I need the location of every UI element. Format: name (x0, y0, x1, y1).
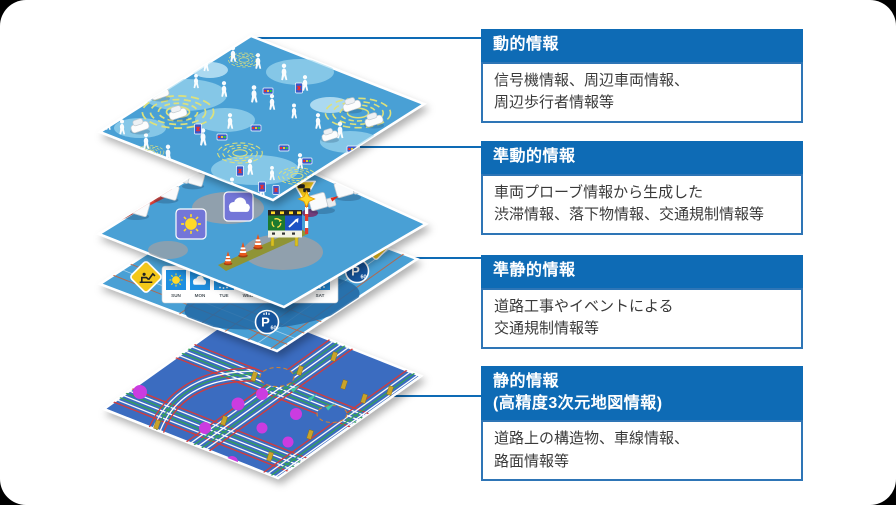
hd-direction-arrows (290, 385, 336, 411)
panel-title-line: 準動的情報 (493, 148, 576, 165)
layered-map-illustration: P 60 (96, 34, 429, 480)
weather-day-label: MON (195, 293, 206, 298)
panel-static-title: 静的情報 (高精度3次元地図情報) (481, 366, 803, 421)
accident-warning-icon (107, 176, 137, 202)
parking-restriction-badge (254, 309, 280, 335)
panel-static-body: 道路上の構造物、車線情報、 路面情報等 (481, 420, 803, 482)
connector-line-static (380, 395, 482, 397)
panel-body-line: 周辺歩行者情報等 (494, 94, 615, 112)
panel-title-line: 動的情報 (493, 36, 560, 53)
panel-body-line: 交通規制情報等 (494, 320, 600, 338)
truck-icon (358, 166, 386, 190)
sun-weather-tile (175, 208, 207, 240)
weather-day-label: SAT (316, 293, 325, 298)
weather-day-label: SUN (171, 293, 181, 298)
panel-title-line: 静的情報 (493, 373, 560, 390)
panel-body-line: 渋滞情報、落下物情報、交通規制情報等 (494, 206, 765, 224)
hd-roadside-structures (153, 351, 394, 462)
panel-semi-static-body: 道路工事やイベントによる 交通規制情報等 (481, 287, 803, 349)
truck-icon (383, 155, 411, 179)
roadworks-bar (118, 250, 134, 263)
panel-semi-static: 準静的情報 道路工事やイベントによる 交通規制情報等 (481, 255, 803, 349)
connector-line-dynamic (256, 37, 482, 39)
panel-body-line: 信号機情報、周辺車両情報、 (494, 71, 690, 89)
panel-body-line: 車両プローブ情報から生成した (494, 183, 704, 201)
panel-body-line: 路面情報等 (494, 452, 570, 470)
panel-static: 静的情報 (高精度3次元地図情報) 道路上の構造物、車線情報、 路面情報等 (481, 366, 803, 482)
panel-title-line: 準静的情報 (493, 262, 576, 279)
layer-semi-dynamic (96, 141, 429, 309)
weather-day-label: TUE (219, 293, 228, 298)
layer-dynamic (97, 34, 427, 202)
panel-body-line: 道路工事やイベントによる (494, 297, 674, 315)
roadworks-signboard-icon (268, 210, 302, 247)
panel-dynamic: 動的情報 信号機情報、周辺車両情報、 周辺歩行者情報等 (481, 29, 803, 123)
connector-line-semi-dynamic (360, 146, 482, 148)
layer-static-hd-map (101, 305, 424, 480)
truck-icon (333, 176, 363, 202)
panel-semi-dynamic-title: 準動的情報 (481, 141, 803, 174)
panel-dynamic-body: 信号機情報、周辺車両情報、 周辺歩行者情報等 (481, 61, 803, 123)
connector-line-semi-static (408, 257, 482, 259)
panel-dynamic-title: 動的情報 (481, 29, 803, 62)
cloud-weather-tile (223, 191, 254, 222)
sunny-weather-icon (168, 272, 184, 288)
panel-semi-static-title: 準静的情報 (481, 255, 803, 288)
panel-body-line: 道路上の構造物、車線情報、 (494, 430, 690, 448)
roadworks-lane (218, 228, 308, 271)
panel-semi-dynamic-body: 車両プローブ情報から生成した 渋滞情報、落下物情報、交通規制情報等 (481, 173, 803, 235)
panel-title-line: (高精度3次元地図情報) (493, 394, 663, 412)
weather-day-label: WED (243, 293, 254, 298)
panel-semi-dynamic: 準動的情報 車両プローブ情報から生成した 渋滞情報、落下物情報、交通規制情報等 (481, 141, 803, 235)
